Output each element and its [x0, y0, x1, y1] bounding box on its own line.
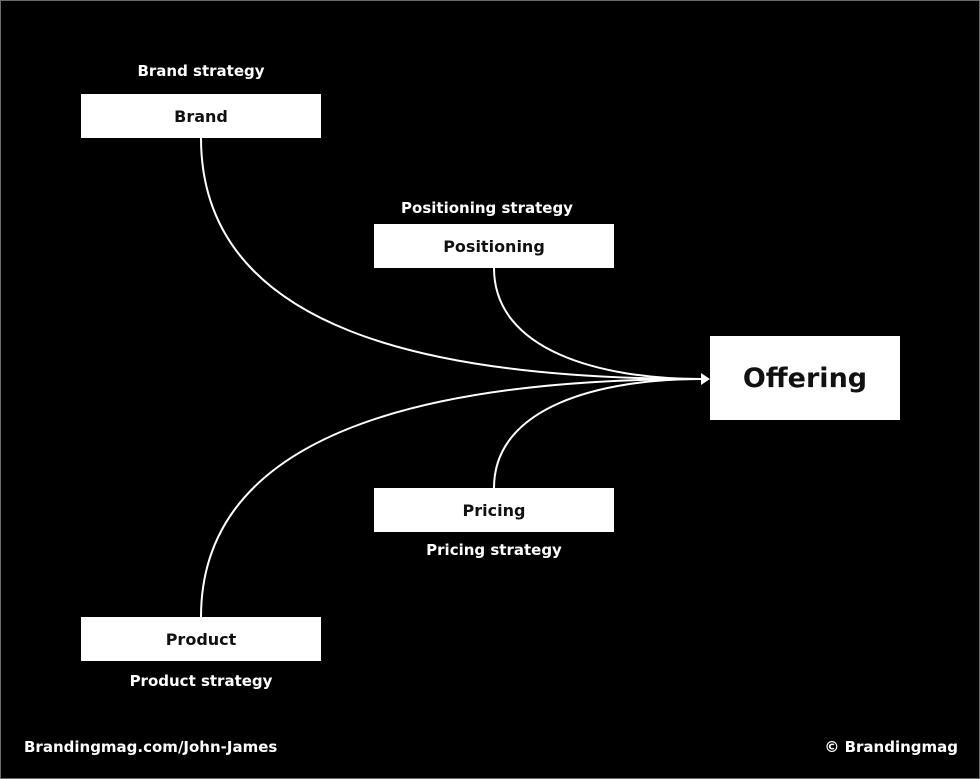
- positioning-strategy-caption: Positioning strategy: [401, 199, 573, 217]
- edge-brand-offering: [200, 137, 702, 380]
- pricing-node-label: Pricing: [462, 500, 526, 520]
- edge-positioning-offering: [493, 267, 702, 380]
- brand-node[interactable]: Brand: [81, 94, 321, 138]
- brand-node-label: Brand: [174, 106, 228, 126]
- positioning-node[interactable]: Positioning: [374, 224, 614, 268]
- offering-node[interactable]: Offering: [710, 336, 900, 420]
- offering-node-label: Offering: [742, 362, 868, 394]
- brand-strategy-caption: Brand strategy: [137, 62, 265, 80]
- product-strategy-caption: Product strategy: [129, 672, 273, 690]
- edge-product-offering: [200, 378, 702, 618]
- arrowhead-icon: [701, 373, 710, 385]
- pricing-node[interactable]: Pricing: [374, 488, 614, 532]
- product-node-label: Product: [165, 629, 237, 649]
- copyright-notice: © Brandingmag: [824, 738, 958, 756]
- edge-pricing-offering: [493, 378, 702, 489]
- pricing-strategy-caption: Pricing strategy: [426, 541, 562, 559]
- source-credit: Brandingmag.com/John-James: [24, 738, 278, 756]
- product-node[interactable]: Product: [81, 617, 321, 661]
- positioning-node-label: Positioning: [443, 236, 545, 256]
